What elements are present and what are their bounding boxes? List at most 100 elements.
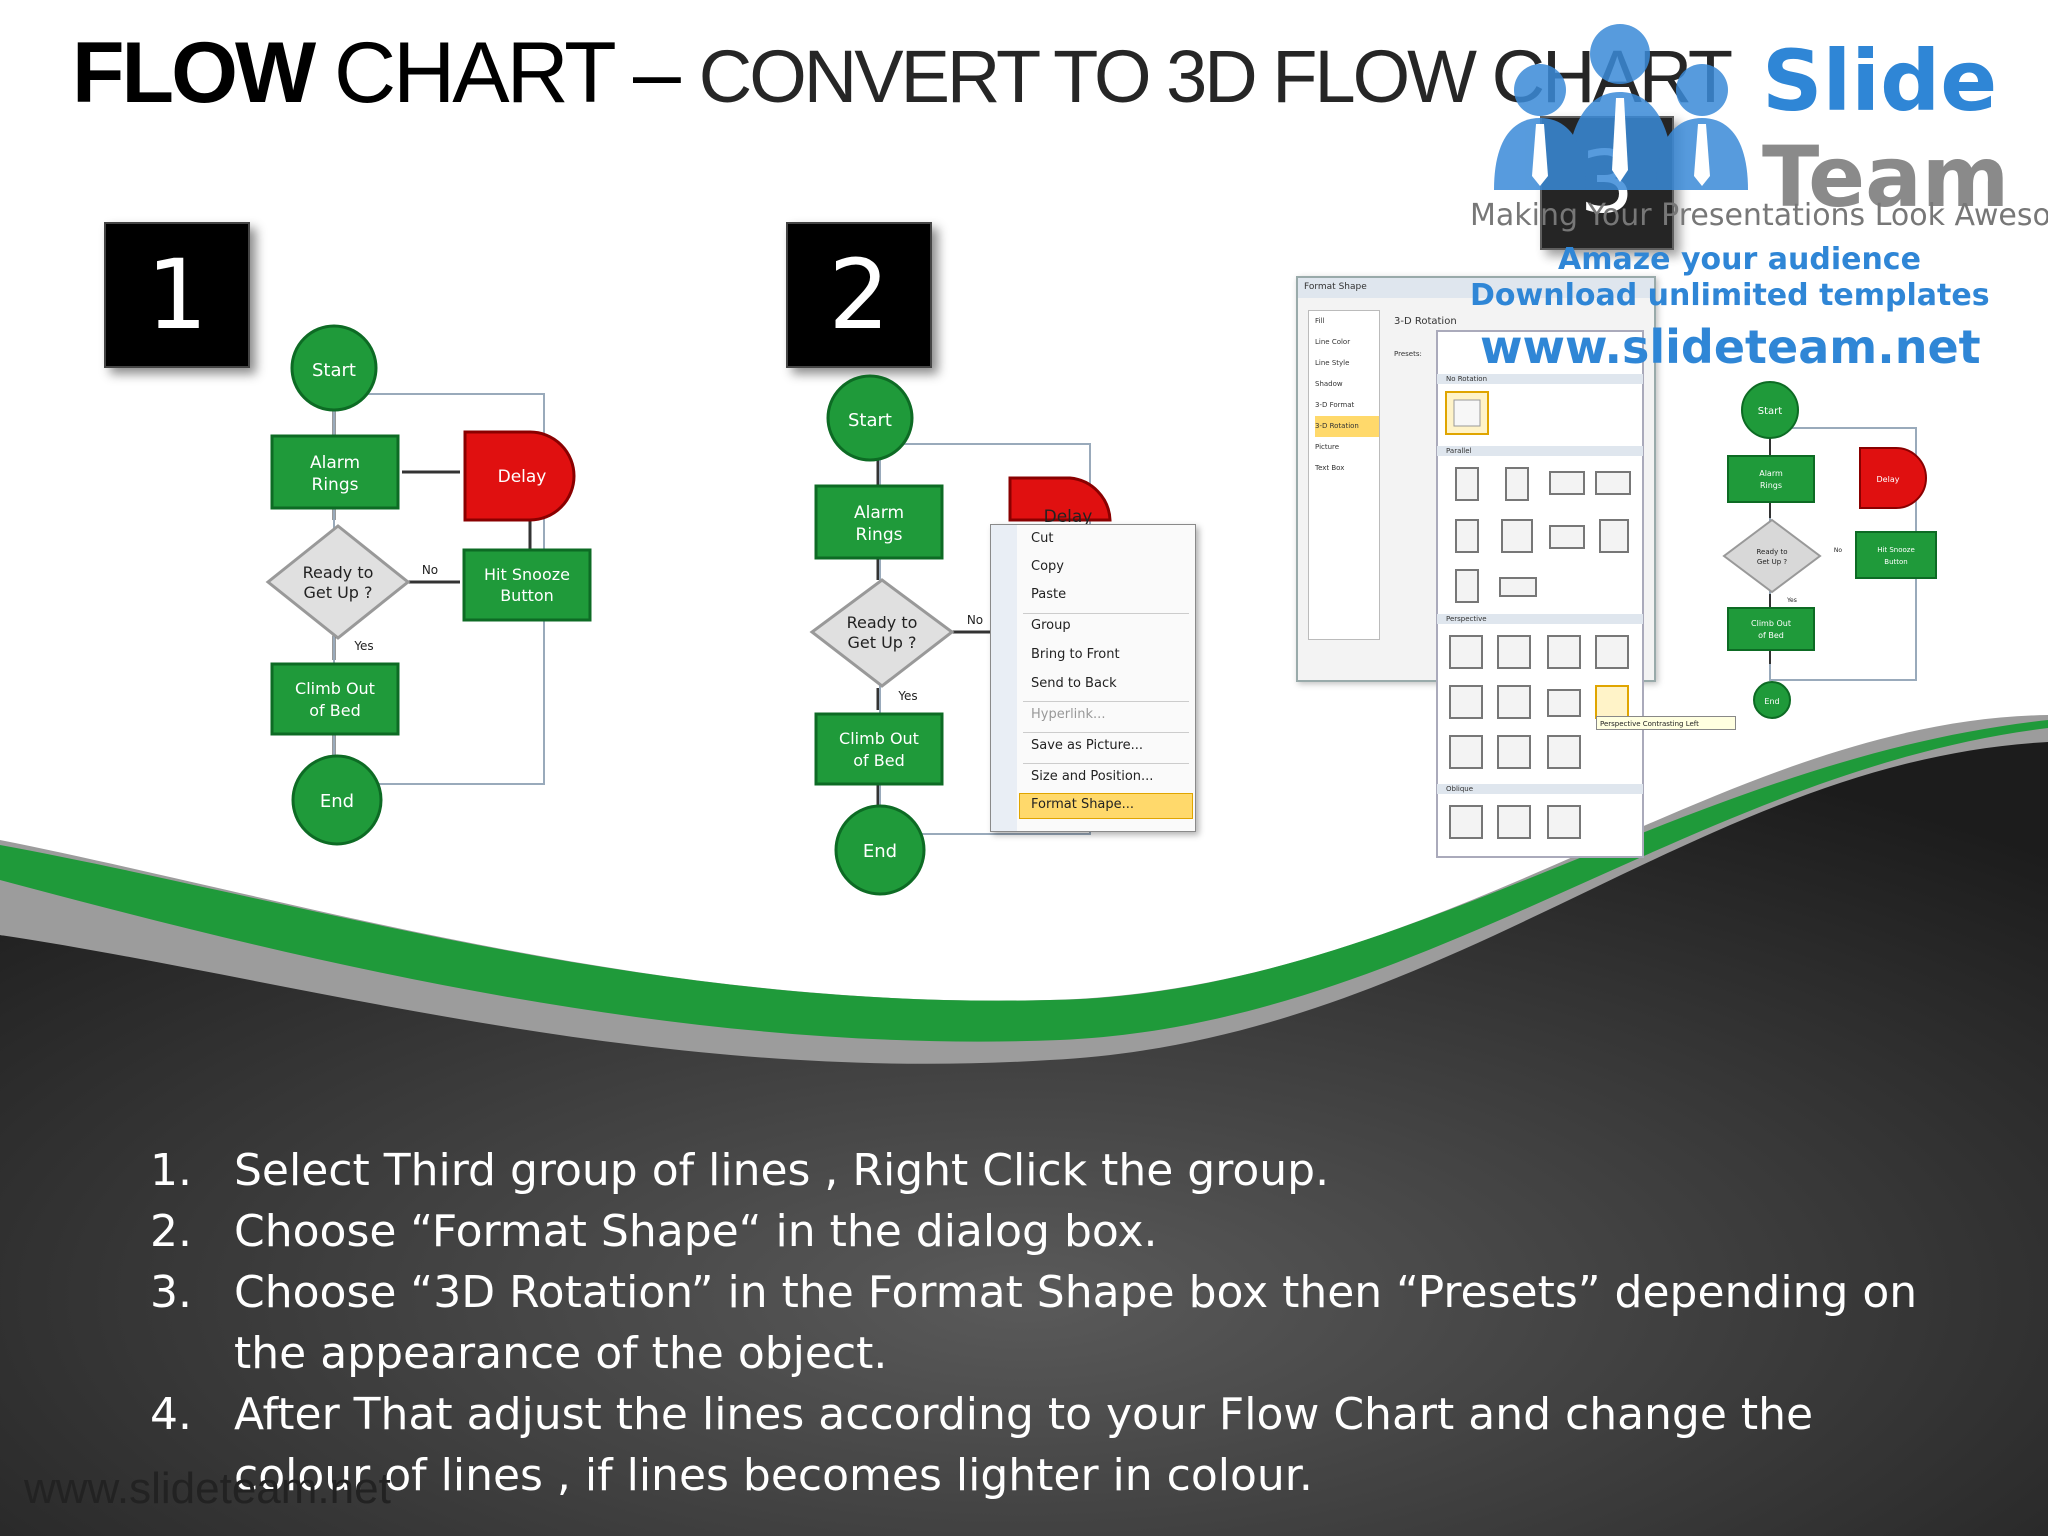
start-label: Start <box>312 360 356 381</box>
climb-node <box>270 662 400 736</box>
left-item-picture[interactable]: Picture <box>1315 443 1340 451</box>
decision-node <box>265 524 411 640</box>
yes-label: Yes <box>353 639 373 653</box>
preset-parallel-3[interactable] <box>1549 471 1585 495</box>
ready-label-2a: Ready to <box>847 613 918 632</box>
start-label-2: Start <box>848 410 892 431</box>
preset-persp-9[interactable] <box>1449 735 1483 769</box>
preset-parallel-5[interactable] <box>1455 519 1479 553</box>
end-label: End <box>320 791 354 812</box>
menu-item-bring-front[interactable]: Bring to Front <box>1031 647 1120 662</box>
left-item-line-style[interactable]: Line Style <box>1315 359 1350 367</box>
menu-item-hyperlink[interactable]: Hyperlink... <box>1031 707 1106 722</box>
title-rest: CHART – <box>313 25 699 121</box>
no-label-3: No <box>1834 547 1842 554</box>
end-label-2: End <box>863 841 897 862</box>
delay-node-2 <box>1008 476 1112 522</box>
snooze-node <box>462 548 592 622</box>
climb-label-3b: of Bed <box>1758 631 1784 640</box>
ready-label-3b: Get Up ? <box>1757 558 1787 566</box>
preset-persp-3[interactable] <box>1547 635 1581 669</box>
footer-url: www.slideteam.net <box>24 1464 391 1513</box>
logo-slide: Slide <box>1762 32 1998 130</box>
alarm-node-2 <box>814 484 944 560</box>
preset-parallel-8[interactable] <box>1599 519 1629 553</box>
preset-parallel-9[interactable] <box>1455 569 1479 603</box>
ready-label-2b: Get Up ? <box>847 633 916 652</box>
preset-parallel-6[interactable] <box>1501 519 1533 553</box>
presets-label: Presets: <box>1394 350 1422 358</box>
menu-item-size-position[interactable]: Size and Position... <box>1031 769 1154 784</box>
climb-node-3 <box>1727 607 1815 651</box>
alarm-label-3b: Rings <box>1760 481 1782 490</box>
gallery-header-oblique: Oblique <box>1446 785 1473 793</box>
team-people-icon <box>1494 24 1748 190</box>
flowchart-1: Start Alarm Rings Delay Ready to Get Up … <box>265 324 592 846</box>
menu-item-send-back[interactable]: Send to Back <box>1031 676 1117 691</box>
menu-item-format-shape[interactable]: Format Shape... <box>1031 797 1135 812</box>
snooze-label-3b: Button <box>1884 558 1907 566</box>
snooze-label-1: Hit Snooze <box>484 565 570 584</box>
start-label-3: Start <box>1758 406 1783 417</box>
alarm-label-3a: Alarm <box>1759 469 1783 478</box>
climb-label-2a: Climb Out <box>839 729 919 748</box>
snooze-label-2: Button <box>500 586 554 605</box>
ready-label-1: Ready to <box>303 563 374 582</box>
menu-item-cut[interactable]: Cut <box>1031 531 1054 546</box>
preset-parallel-2[interactable] <box>1505 467 1529 501</box>
logo-tagline: Making Your Presentations Look Awesome <box>1470 198 2048 233</box>
instruction-item: 2.Choose “Format Shape“ in the dialog bo… <box>150 1206 1158 1257</box>
menu-item-copy[interactable]: Copy <box>1031 559 1064 574</box>
flowchart-3: Start Alarm Rings Delay Ready to Get Up … <box>1722 381 1937 719</box>
climb-node-2 <box>814 712 944 786</box>
preset-persp-7[interactable] <box>1547 689 1581 717</box>
preset-persp-contrasting-left[interactable] <box>1595 685 1629 719</box>
preset-persp-2[interactable] <box>1497 635 1531 669</box>
slideteam-logo: Slide Team Making Your Presentations Loo… <box>1470 20 2048 374</box>
menu-item-paste[interactable]: Paste <box>1031 587 1067 602</box>
gallery-header-no-rotation: No Rotation <box>1446 375 1487 383</box>
ready-label-2: Get Up ? <box>303 583 372 602</box>
left-item-shadow[interactable]: Shadow <box>1315 380 1343 388</box>
menu-item-save-picture[interactable]: Save as Picture... <box>1031 738 1144 753</box>
alarm-label-2: Rings <box>312 475 359 495</box>
end-node <box>291 754 383 846</box>
yes-label-2: Yes <box>897 689 917 703</box>
snooze-node-3 <box>1855 531 1937 579</box>
left-item-3d-format[interactable]: 3-D Format <box>1315 401 1355 409</box>
preset-persp-4[interactable] <box>1595 635 1629 669</box>
preset-parallel-10[interactable] <box>1499 577 1537 597</box>
preset-persp-5[interactable] <box>1449 685 1483 719</box>
no-label: No <box>422 563 438 577</box>
gallery-header-parallel: Parallel <box>1446 447 1472 455</box>
preset-parallel-4[interactable] <box>1595 471 1631 495</box>
logo-line-1: Amaze your audience <box>1558 242 1921 277</box>
preset-persp-11[interactable] <box>1547 735 1581 769</box>
preset-parallel-1[interactable] <box>1455 467 1479 501</box>
delay-label: Delay <box>498 467 547 487</box>
alarm-node-3 <box>1727 455 1815 503</box>
preset-persp-1[interactable] <box>1449 635 1483 669</box>
left-item-text-box[interactable]: Text Box <box>1315 464 1345 472</box>
end-label-3: End <box>1764 697 1779 706</box>
context-menu: Cut Copy Paste Group Bring to Front Send… <box>990 524 1196 832</box>
left-item-line-color[interactable]: Line Color <box>1315 338 1351 346</box>
menu-item-group[interactable]: Group <box>1031 618 1071 633</box>
delay-label-2: Delay <box>1044 507 1093 527</box>
left-item-fill[interactable]: Fill <box>1315 317 1325 325</box>
preset-parallel-7[interactable] <box>1549 525 1585 549</box>
preset-tooltip: Perspective Contrasting Left <box>1596 716 1736 730</box>
preset-oblique-1[interactable] <box>1449 805 1483 839</box>
preset-oblique-3[interactable] <box>1547 805 1581 839</box>
logo-line-2: Download unlimited templates <box>1470 278 1990 313</box>
end-node-2 <box>834 804 926 896</box>
start-node-2 <box>826 374 914 462</box>
instruction-item: 1.Select Third group of lines , Right Cl… <box>150 1145 1330 1196</box>
alarm-label-2a: Alarm <box>854 503 904 523</box>
preset-persp-6[interactable] <box>1497 685 1531 719</box>
left-item-3d-rotation[interactable]: 3-D Rotation <box>1315 416 1379 437</box>
preset-oblique-2[interactable] <box>1497 805 1531 839</box>
preset-persp-10[interactable] <box>1497 735 1531 769</box>
start-node-3 <box>1741 381 1799 439</box>
decision-node-3 <box>1722 518 1822 594</box>
